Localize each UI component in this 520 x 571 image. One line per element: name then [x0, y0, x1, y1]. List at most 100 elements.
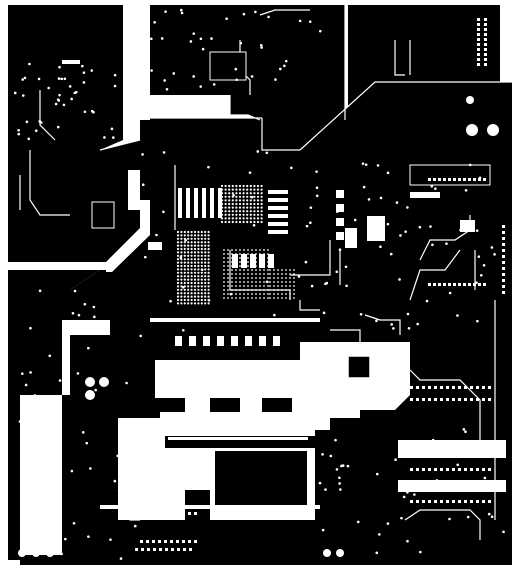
header-pin	[502, 237, 505, 240]
header-pin	[484, 33, 487, 36]
via	[269, 277, 271, 279]
via	[389, 252, 393, 256]
header-pin	[476, 398, 479, 401]
via	[293, 281, 295, 283]
via	[260, 184, 263, 188]
header-pin	[438, 283, 441, 286]
via	[238, 199, 242, 202]
header-pin	[416, 500, 419, 503]
header-pin	[458, 283, 461, 286]
via	[235, 297, 237, 299]
via	[204, 258, 207, 261]
via	[281, 281, 283, 283]
via	[220, 184, 224, 188]
via	[246, 217, 249, 220]
via	[190, 271, 193, 274]
via	[187, 230, 190, 234]
via	[150, 69, 153, 72]
via	[227, 249, 229, 251]
via	[197, 278, 200, 281]
via	[445, 242, 448, 245]
via	[183, 261, 186, 264]
via	[207, 295, 210, 298]
header-pin	[502, 261, 505, 264]
via	[17, 132, 21, 136]
via	[150, 37, 153, 41]
via	[81, 64, 84, 68]
header-pin	[433, 283, 436, 286]
via	[247, 269, 249, 271]
smd-pad	[273, 336, 280, 346]
header-pin	[158, 540, 161, 543]
via	[255, 269, 257, 271]
via	[183, 281, 186, 285]
header-pin	[488, 398, 491, 401]
via	[155, 233, 158, 237]
via	[487, 512, 491, 516]
header-pin	[170, 540, 173, 543]
via	[223, 281, 225, 283]
via	[207, 261, 210, 264]
via	[253, 220, 256, 224]
via	[176, 268, 180, 271]
smd-pad	[268, 206, 288, 210]
via	[418, 225, 422, 229]
header-pin	[428, 386, 431, 389]
via	[224, 195, 227, 198]
via	[180, 271, 183, 274]
header-pin	[477, 23, 480, 26]
via	[187, 298, 190, 302]
via	[223, 249, 225, 251]
via	[239, 285, 241, 287]
via	[143, 255, 147, 259]
via	[163, 79, 166, 82]
via	[227, 297, 229, 299]
via	[116, 454, 120, 458]
via	[242, 217, 245, 220]
via	[165, 87, 169, 91]
via	[346, 464, 350, 468]
via	[204, 254, 207, 257]
via	[204, 234, 207, 237]
smd-pad	[175, 336, 182, 346]
via	[176, 234, 180, 237]
via	[164, 10, 167, 13]
via	[176, 247, 180, 251]
via	[223, 253, 225, 255]
header-pin	[484, 63, 487, 66]
via	[197, 247, 200, 251]
via	[200, 261, 203, 264]
via	[133, 524, 137, 528]
via	[207, 298, 211, 302]
via	[162, 151, 166, 154]
via	[238, 206, 242, 209]
via	[189, 40, 193, 43]
via	[242, 213, 245, 216]
via	[246, 220, 249, 224]
via	[190, 288, 193, 291]
via	[464, 430, 467, 434]
via	[190, 275, 193, 278]
via	[210, 37, 213, 40]
via	[187, 234, 190, 237]
via	[399, 234, 402, 237]
via	[231, 297, 233, 299]
via	[207, 292, 210, 295]
via	[285, 273, 287, 275]
via	[155, 242, 158, 246]
via	[183, 247, 186, 251]
via	[187, 268, 190, 271]
via	[117, 489, 121, 492]
via	[231, 277, 233, 279]
via	[162, 210, 165, 214]
via	[238, 210, 242, 213]
via	[429, 225, 432, 228]
via	[204, 295, 207, 298]
smd-pad	[268, 198, 288, 202]
header-pin	[458, 468, 461, 471]
via	[260, 220, 263, 224]
header-pin	[164, 540, 167, 543]
via	[235, 273, 237, 275]
via	[190, 247, 193, 251]
via	[57, 77, 61, 80]
